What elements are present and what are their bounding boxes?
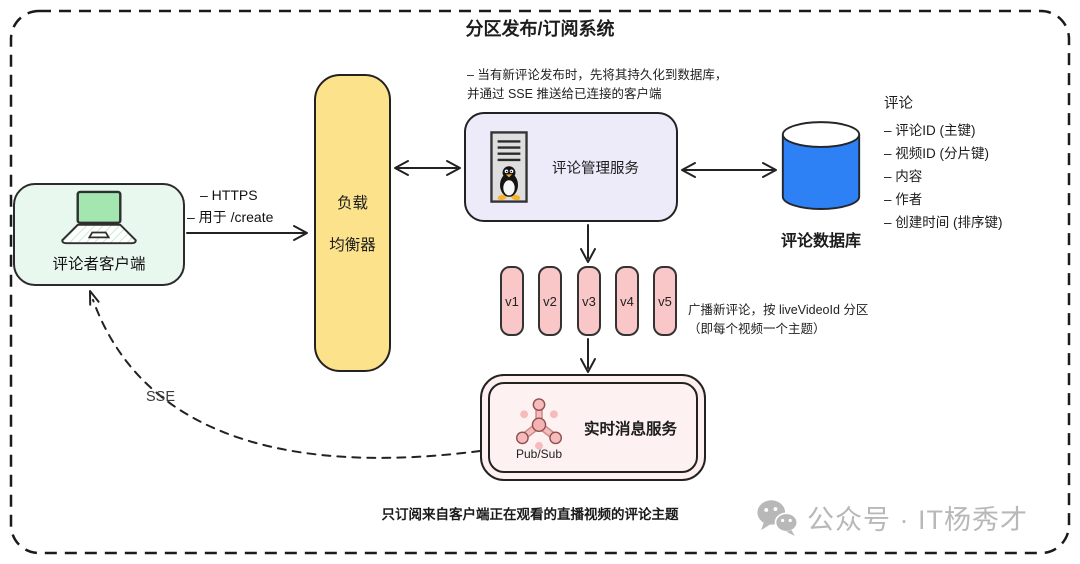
comment-schema: 评论 – 评论ID (主键) – 视频ID (分片键) – 内容 – 作者 – …: [884, 93, 1003, 234]
schema-field: – 评论ID (主键): [884, 123, 976, 138]
pubsub-icon-block: Pub/Sub: [496, 395, 582, 461]
load-balancer-line2: 均衡器: [329, 237, 376, 254]
service-note-line2: 并通过 SSE 推送给已连接的客户端: [467, 87, 662, 102]
https-edge-line2: – 用于 /create: [187, 208, 274, 225]
schema-field: – 作者: [884, 192, 923, 207]
database-label: 评论数据库: [780, 233, 861, 250]
schema-title: 评论: [884, 96, 913, 112]
client-node: 评论者客户端: [13, 183, 185, 286]
watermark-text: 公众号 · IT杨秀才: [807, 505, 1028, 535]
linux-server-icon: [490, 131, 528, 203]
partition-label: v1: [505, 293, 519, 309]
pubsub-network-icon: [515, 397, 563, 450]
arrow-sse-pubsub-client: [92, 299, 481, 459]
partition-label: v3: [582, 293, 596, 309]
partition-v5: v5: [653, 266, 677, 336]
realtime-service-inner: Pub/Sub 实时消息服务: [488, 382, 698, 473]
https-edge-label: – HTTPS – 用于 /create: [187, 185, 273, 228]
diagram-title: 分区发布/订阅系统: [465, 19, 615, 39]
broadcast-note-line2: （即每个视频一个主题）: [688, 322, 826, 337]
service-note-line1: – 当有新评论发布时，先将其持久化到数据库，: [467, 68, 728, 82]
wechat-icon: [757, 500, 799, 536]
schema-field: – 创建时间 (排序键): [884, 215, 1003, 230]
load-balancer-line1: 负载: [336, 195, 368, 212]
laptop-icon: [61, 190, 137, 245]
partition-v4: v4: [615, 266, 639, 336]
load-balancer-node: 负载 均衡器: [314, 74, 391, 372]
comment-service-label: 评论管理服务: [552, 160, 639, 177]
broadcast-note: 广播新评论，按 liveVideoId 分区 （即每个视频一个主题）: [688, 301, 868, 340]
partition-label: v4: [620, 293, 634, 309]
partition-v1: v1: [500, 266, 524, 336]
comment-service-node: 评论管理服务: [464, 112, 678, 222]
partition-label: v5: [658, 293, 672, 309]
https-edge-line1: – HTTPS: [200, 187, 258, 203]
watermark: 公众号 · IT杨秀才: [757, 498, 1028, 537]
service-note: – 当有新评论发布时，先将其持久化到数据库， 并通过 SSE 推送给已连接的客户…: [467, 66, 727, 105]
realtime-service-node: Pub/Sub 实时消息服务: [480, 374, 706, 481]
database-icon: [781, 121, 861, 210]
partition-v2: v2: [538, 266, 562, 336]
broadcast-note-line1: 广播新评论，按 liveVideoId 分区: [688, 303, 869, 317]
realtime-service-label: 实时消息服务: [584, 420, 678, 438]
client-label: 评论者客户端: [52, 256, 146, 273]
sse-edge-label: SSE: [146, 389, 176, 405]
schema-field: – 内容: [884, 169, 923, 184]
partition-v3: v3: [577, 266, 601, 336]
schema-field: – 视频ID (分片键): [884, 146, 990, 161]
pubsub-caption: Pub/Sub: [515, 446, 563, 461]
partition-label: v2: [543, 293, 557, 309]
bottom-caption: 只订阅来自客户端正在观看的直播视频的评论主题: [381, 507, 679, 522]
